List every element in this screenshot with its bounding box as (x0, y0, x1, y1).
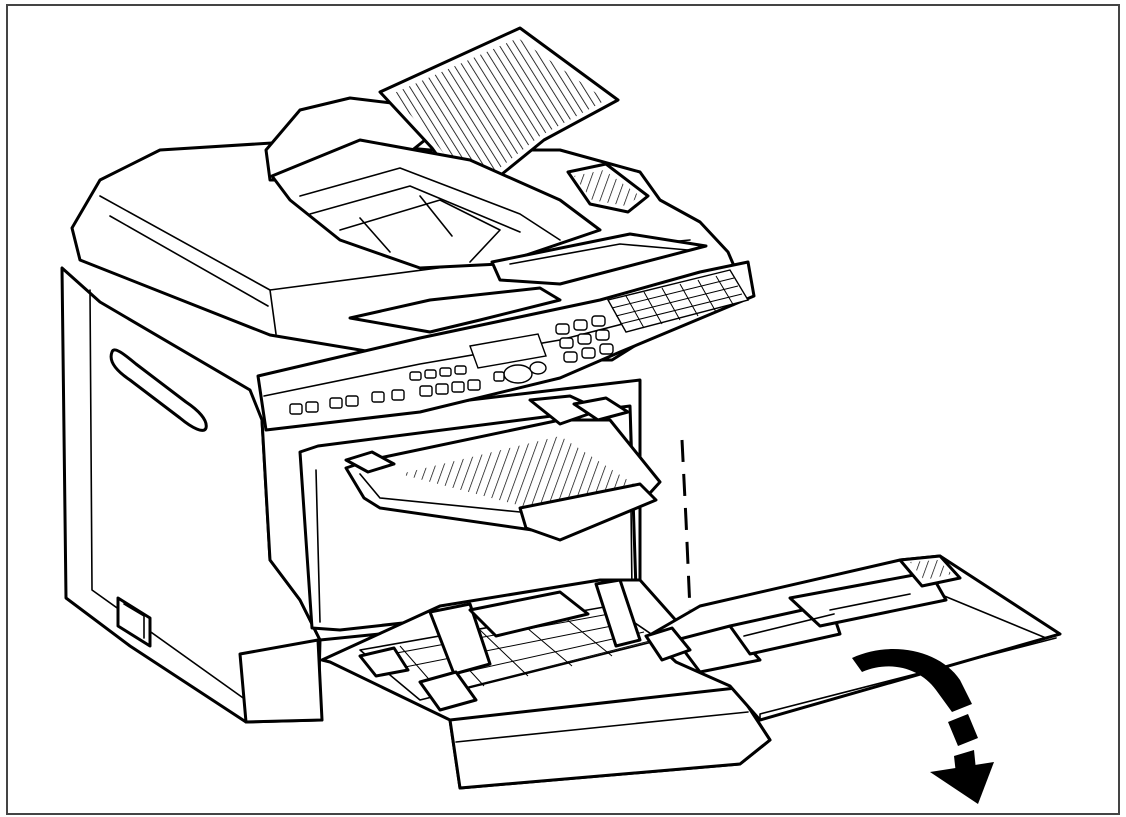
function-buttons (289, 361, 547, 415)
document-feeder (264, 26, 708, 334)
keypad (555, 315, 614, 363)
output-tray (344, 394, 662, 542)
cassette-cover (644, 554, 1062, 722)
rotate-arrow-icon (852, 649, 994, 804)
alpha-keyboard (606, 269, 750, 333)
control-panel (256, 260, 756, 432)
lcd-screen (469, 333, 547, 369)
figure-border (6, 4, 1120, 815)
